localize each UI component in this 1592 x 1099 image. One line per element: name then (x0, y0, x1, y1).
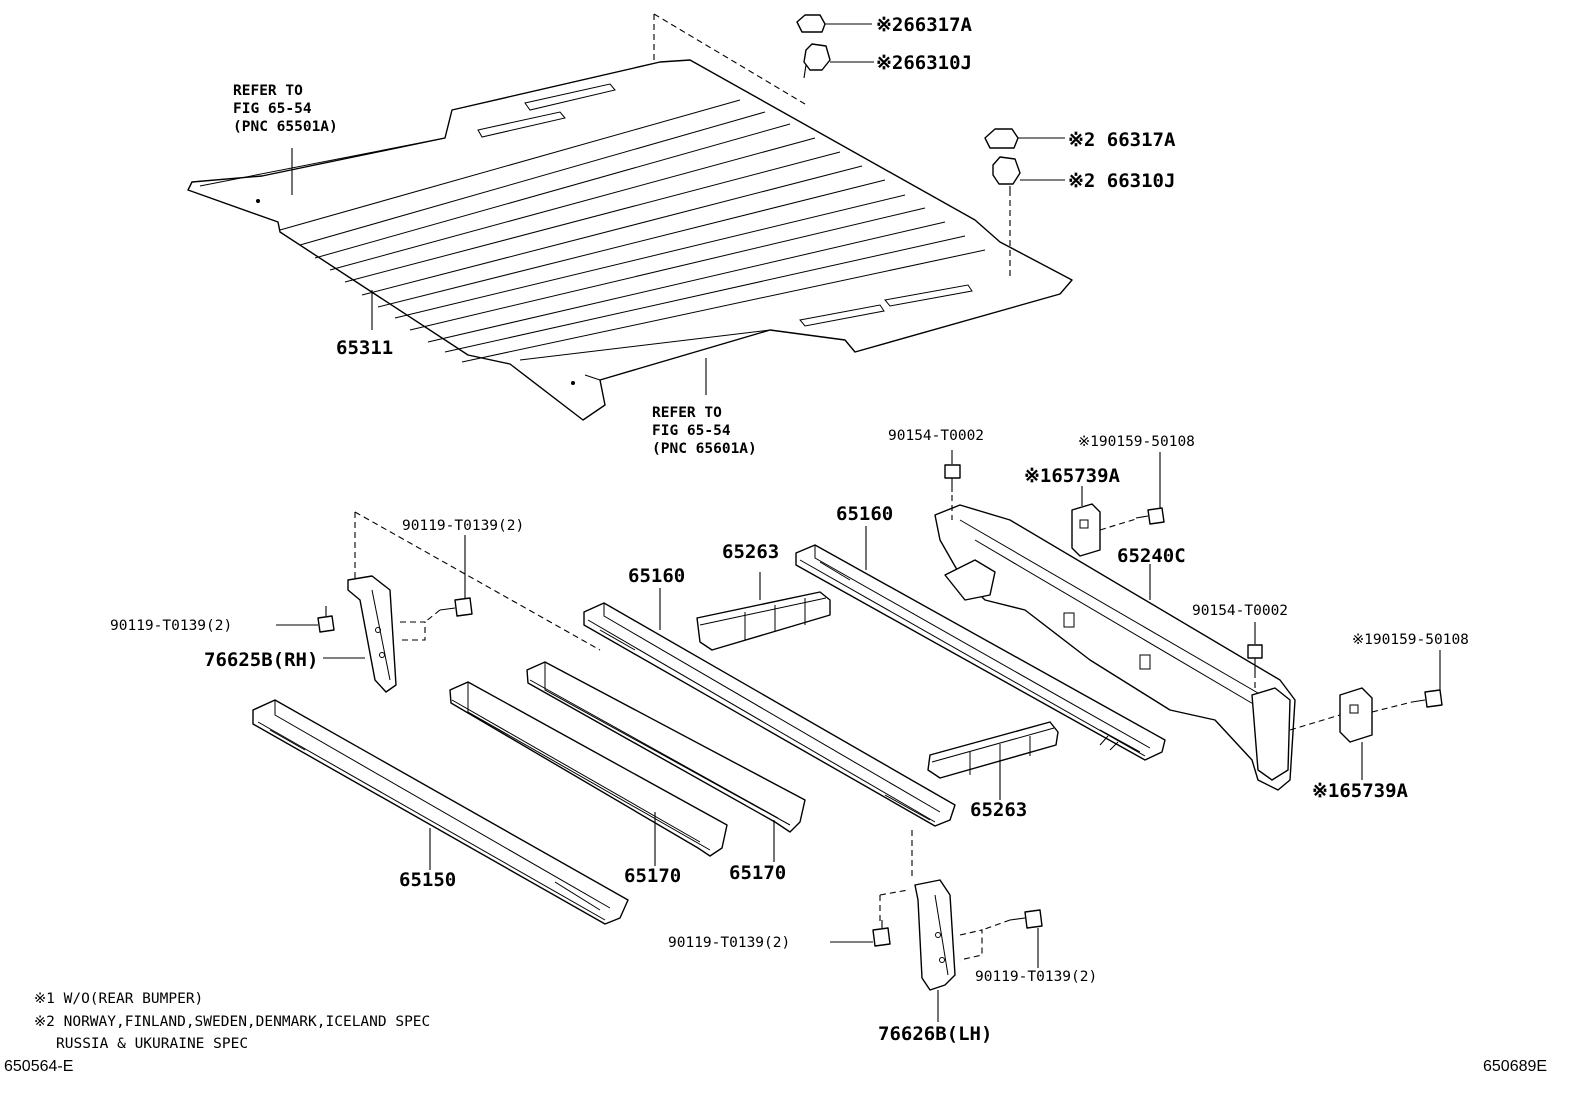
refer-note-1-line2: FIG 65-54 (233, 101, 312, 117)
refer-note-1-line1: REFER TO (233, 83, 303, 99)
bolt-190159-right-icon (1411, 689, 1443, 708)
callout-66310J-right: ※2 66310J (1068, 170, 1175, 192)
bracket-65739A-right-icon (1339, 687, 1373, 743)
note-2: ※2 NORWAY,FINLAND,SWEDEN,DENMARK,ICELAND… (34, 1014, 430, 1030)
tie-down-hook-66310J-top-icon (803, 43, 831, 79)
callout-76626B: 76626B(LH) (878, 1023, 992, 1045)
callout-90154-right: 90154-T0002 (1192, 603, 1288, 619)
tie-down-hook-66310J-right-icon (992, 156, 1021, 196)
callout-65160-right: 65160 (836, 503, 893, 525)
cap-66317A-right-icon (984, 128, 1019, 149)
crossmember-65263-top (696, 591, 831, 651)
callout-65160-left: 65160 (628, 565, 685, 587)
bolt-90154-right-icon (1247, 644, 1263, 672)
refer-note-2-line2: FIG 65-54 (652, 423, 731, 439)
figure-code-right: 650689E (1483, 1058, 1547, 1075)
callout-90119-top: 90119-T0139(2) (402, 518, 524, 534)
callout-90119-bl: 90119-T0139(2) (668, 935, 790, 951)
bracket-76626B-lh (914, 879, 956, 991)
bolt-90119-bl-icon (872, 920, 891, 947)
callout-165739A-right: ※165739A (1312, 780, 1409, 802)
sill-65170-right (526, 661, 806, 833)
callout-90119-left: 90119-T0139(2) (110, 618, 232, 634)
callout-76625B: 76625B(RH) (204, 649, 318, 671)
note-3: RUSSIA & UKURAINE SPEC (56, 1036, 248, 1052)
callout-190159-top: ※190159-50108 (1078, 434, 1195, 450)
callout-66317A-right: ※2 66317A (1068, 129, 1176, 151)
bolt-90119-left-icon (317, 606, 335, 633)
callout-90154-top: 90154-T0002 (888, 428, 984, 444)
bracket-65739A-top-icon (1071, 503, 1101, 557)
bracket-76625B-rh (347, 575, 397, 693)
callout-90119-br: 90119-T0139(2) (975, 969, 1097, 985)
callout-65240C: 65240C (1117, 545, 1186, 567)
crossmember-65263-bottom (927, 721, 1059, 779)
sill-65150 (252, 699, 629, 925)
bolt-90119-top-icon (439, 597, 473, 617)
bolt-90154-top-icon (944, 464, 961, 492)
refer-note-2-line1: REFER TO (652, 405, 722, 421)
callout-190159-right: ※190159-50108 (1352, 632, 1469, 648)
refer-note-2-line3: (PNC 65601A) (652, 441, 757, 457)
callout-65170-right: 65170 (729, 862, 786, 884)
callout-65170-left: 65170 (624, 865, 681, 887)
bolt-90119-br-icon (1009, 909, 1043, 929)
cap-66317A-top-icon (796, 14, 826, 33)
callout-65263-top: 65263 (722, 541, 779, 563)
refer-note-1-line3: (PNC 65501A) (233, 119, 338, 135)
callout-66317A-top: ※266317A (876, 14, 973, 36)
callout-165739A-top: ※165739A (1024, 465, 1121, 487)
sill-65160-right (795, 544, 1166, 761)
sill-65170-left (449, 681, 728, 857)
note-1: ※1 W/O(REAR BUMPER) (34, 991, 203, 1007)
callout-66310J-top: ※266310J (876, 52, 972, 74)
rear-crossmember-65240C (934, 504, 1296, 791)
figure-code-left: 650564-E (4, 1058, 73, 1075)
callout-65263-right: 65263 (970, 799, 1027, 821)
bolt-190159-top-icon (1135, 507, 1165, 525)
sill-65160-left (583, 602, 956, 827)
floor-panel-65311 (187, 59, 1073, 421)
callout-65150: 65150 (399, 869, 456, 891)
callout-65311: 65311 (336, 337, 393, 359)
